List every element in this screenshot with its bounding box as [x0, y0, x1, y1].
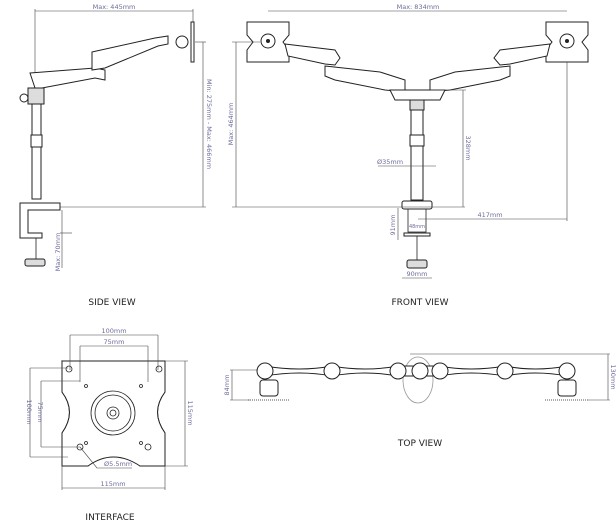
front-hub: [389, 89, 446, 101]
front-clamp-height-label: 91mm: [389, 215, 397, 236]
side-lock-knob: [19, 93, 29, 103]
front-clamp-knob: [406, 259, 428, 269]
vesa-hole: [65, 365, 73, 373]
front-left-lower-arm: [324, 65, 406, 93]
side-tilt-joint: [175, 35, 189, 49]
front-right-upper-arm: [493, 43, 551, 66]
interface-plate-height-label: 115mm: [186, 400, 194, 425]
front-pole: [410, 109, 424, 201]
front-clamp-bottom: [403, 232, 431, 237]
top-left-tilt-mount: [259, 379, 279, 397]
front-left-upper-arm: [284, 43, 341, 66]
front-half-reach-label: 417mm: [477, 211, 502, 219]
interface-view: 100mm 75mm 100mm 75mm 115mm 115mm Ø5.5mm…: [25, 327, 194, 523]
side-pole-ring: [30, 134, 43, 148]
side-arm-lower: [29, 67, 106, 89]
side-clamp: [19, 202, 61, 239]
interface-height-75-label: 75mm: [36, 402, 44, 423]
front-view-caption: FRONT VIEW: [391, 298, 448, 308]
front-clamp-inner-label: 48mm: [409, 224, 425, 230]
side-height-range-label: Min: 275mm - Max: 466mm: [205, 79, 213, 169]
front-max-width-label: Max: 834mm: [397, 3, 440, 11]
vesa-center-ring: [90, 390, 136, 436]
top-view: 84mm 130mm TOP VIEW: [223, 353, 616, 449]
interface-width-100-label: 100mm: [101, 327, 126, 335]
front-view: Max: 834mm Max: 464mm 328mm Ø35mm 417mm: [227, 3, 589, 308]
front-pole-ring: [409, 134, 425, 147]
side-pole: [31, 103, 42, 200]
top-base-outline: [402, 356, 434, 404]
front-clamp-width-label: 90mm: [407, 270, 428, 278]
interface-height-100-label: 100mm: [25, 399, 33, 424]
interface-width-75-label: 75mm: [104, 338, 125, 346]
side-arm-upper: [91, 35, 169, 71]
top-view-caption: TOP VIEW: [397, 439, 442, 449]
front-right-lower-arm: [429, 65, 511, 93]
top-right-tilt-mount: [557, 379, 577, 397]
side-clamp-knob: [24, 258, 46, 267]
front-collar: [409, 99, 425, 111]
side-clamp-max-label: Max: 70mm: [54, 233, 62, 272]
front-max-height-label: Max: 464mm: [227, 103, 235, 146]
top-base-depth-label: 84mm: [223, 375, 231, 396]
front-right-vesa-plate: [545, 21, 589, 63]
side-view: Max: 445mm Min: 275mm - Max: 466mm Max: …: [19, 3, 213, 308]
top-joint: [256, 362, 274, 380]
top-total-depth-label: 130mm: [609, 364, 616, 389]
front-pole-diameter-label: Ø35mm: [377, 158, 403, 166]
front-clamp-top: [401, 200, 433, 210]
interface-caption: INTERFACE: [85, 513, 134, 523]
interface-hole-diameter-label: Ø5.5mm: [104, 460, 132, 468]
front-left-vesa-plate: [246, 21, 290, 63]
interface-plate-width-label: 115mm: [100, 480, 125, 488]
side-collar: [27, 87, 45, 105]
side-monitor-plate: [190, 21, 195, 63]
front-pole-height-label: 328mm: [464, 135, 472, 160]
side-max-reach-label: Max: 445mm: [93, 3, 136, 11]
side-view-caption: SIDE VIEW: [88, 298, 135, 308]
